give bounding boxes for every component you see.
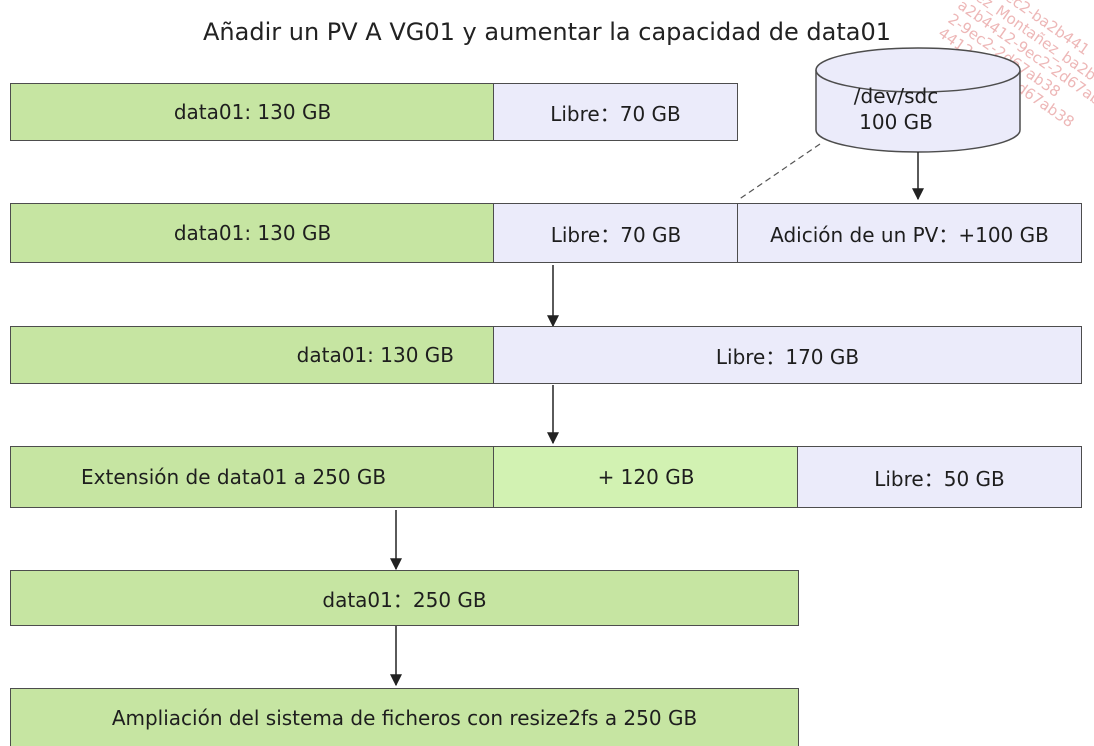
row2-data01-block: data01: 130 GB bbox=[10, 203, 495, 263]
row3-data01-block: data01: 130 GB bbox=[10, 326, 495, 384]
row4-extension-label: Extensión de data01 a 250 GB bbox=[81, 465, 387, 489]
row3-free-block: Libre：170 GB bbox=[493, 326, 1082, 384]
row2-add-pv-block: Adición de un PV：+100 GB bbox=[737, 203, 1082, 263]
row4-free-block: Libre：50 GB bbox=[797, 446, 1082, 508]
disk-label: /dev/sdc 100 GB bbox=[853, 84, 939, 134]
row1-free-block: Libre：70 GB bbox=[493, 83, 738, 141]
row4-extension-block: Extensión de data01 a 250 GB bbox=[10, 446, 495, 508]
row4-added-block: + 120 GB bbox=[493, 446, 799, 508]
row2-free-block: Libre：70 GB bbox=[493, 203, 739, 263]
diagram-title: Añadir un PV A VG01 y aumentar la capaci… bbox=[203, 18, 891, 46]
row6-resize-block: Ampliación del sistema de ficheros con r… bbox=[10, 688, 799, 746]
row1-data01-block: data01: 130 GB bbox=[10, 83, 495, 141]
row5-data01-block: data01：250 GB bbox=[10, 570, 799, 626]
disk-icon bbox=[815, 47, 1021, 153]
